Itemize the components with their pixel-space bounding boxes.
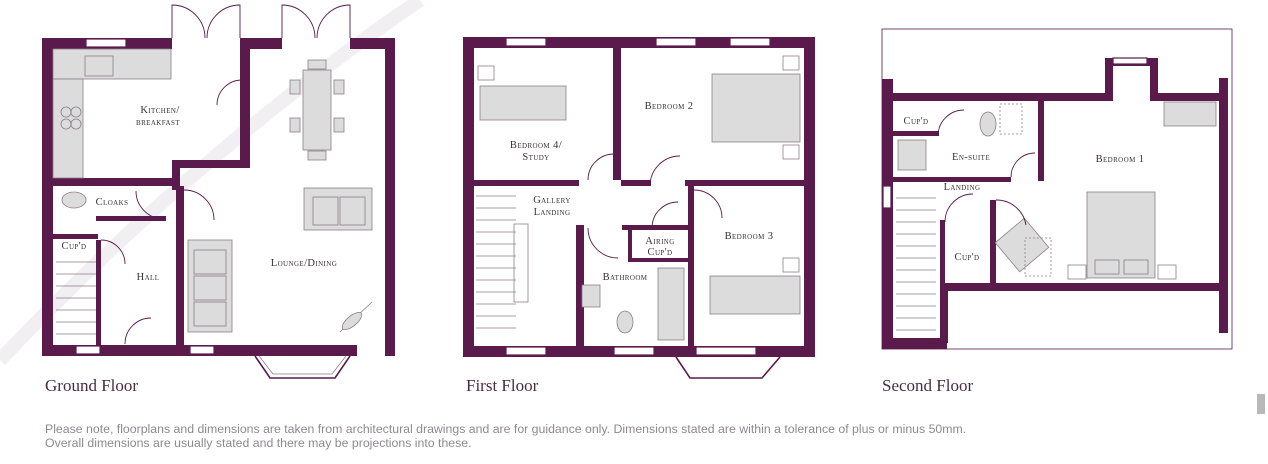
room-label-bathroom: Bathroom xyxy=(603,272,648,283)
floor-label-second: Second Floor xyxy=(882,376,973,395)
room-label-landing: Landing xyxy=(534,207,571,218)
room-label-bedroom-1: Bedroom 1 xyxy=(1096,154,1145,165)
room-label-lounge-dining: Lounge/Dining xyxy=(271,258,337,269)
disclaimer-line-2: Overall dimensions are usually stated an… xyxy=(45,436,472,450)
room-label-bedroom-4: Bedroom 4/ xyxy=(510,140,562,151)
scrollbar-thumb[interactable] xyxy=(1257,394,1265,414)
room-label-en-suite: En-suite xyxy=(952,152,990,163)
room-label-cloaks: Cloaks xyxy=(96,197,129,208)
room-label-airing: Airing xyxy=(645,236,674,247)
room-label-cupboard-bottom: Cup'd xyxy=(955,252,980,263)
room-label-breakfast: breakfast xyxy=(136,117,180,128)
floor-label-first: First Floor xyxy=(466,376,539,395)
first-floor-plan: Bedroom 2 Bedroom 4/ Study Gallery Landi… xyxy=(463,37,815,395)
room-label-hall: Hall xyxy=(137,272,160,283)
second-floor-plan: Cup'd En-suite Landing Bedroom 1 Cup'd S… xyxy=(881,28,1233,395)
room-label-airing-cupboard: Cup'd xyxy=(648,247,673,258)
disclaimer-line-1: Please note, floorplans and dimensions a… xyxy=(45,422,967,436)
room-label-study: Study xyxy=(522,152,549,163)
room-label-landing-second: Landing xyxy=(944,182,981,193)
ground-floor-plan: Kitchen/ breakfast Cloaks Cup'd Hall Lou… xyxy=(42,4,395,395)
room-label-gallery: Gallery xyxy=(533,195,571,206)
room-label-cupboard: Cup'd xyxy=(62,241,87,252)
room-label-cupboard-top: Cup'd xyxy=(904,116,929,127)
room-label-bedroom-2: Bedroom 2 xyxy=(645,101,694,112)
room-label-kitchen: Kitchen/ xyxy=(140,105,179,116)
disclaimer-note: Please note, floorplans and dimensions a… xyxy=(45,422,1205,450)
floor-label-ground: Ground Floor xyxy=(45,376,138,395)
room-label-bedroom-3: Bedroom 3 xyxy=(725,231,774,242)
